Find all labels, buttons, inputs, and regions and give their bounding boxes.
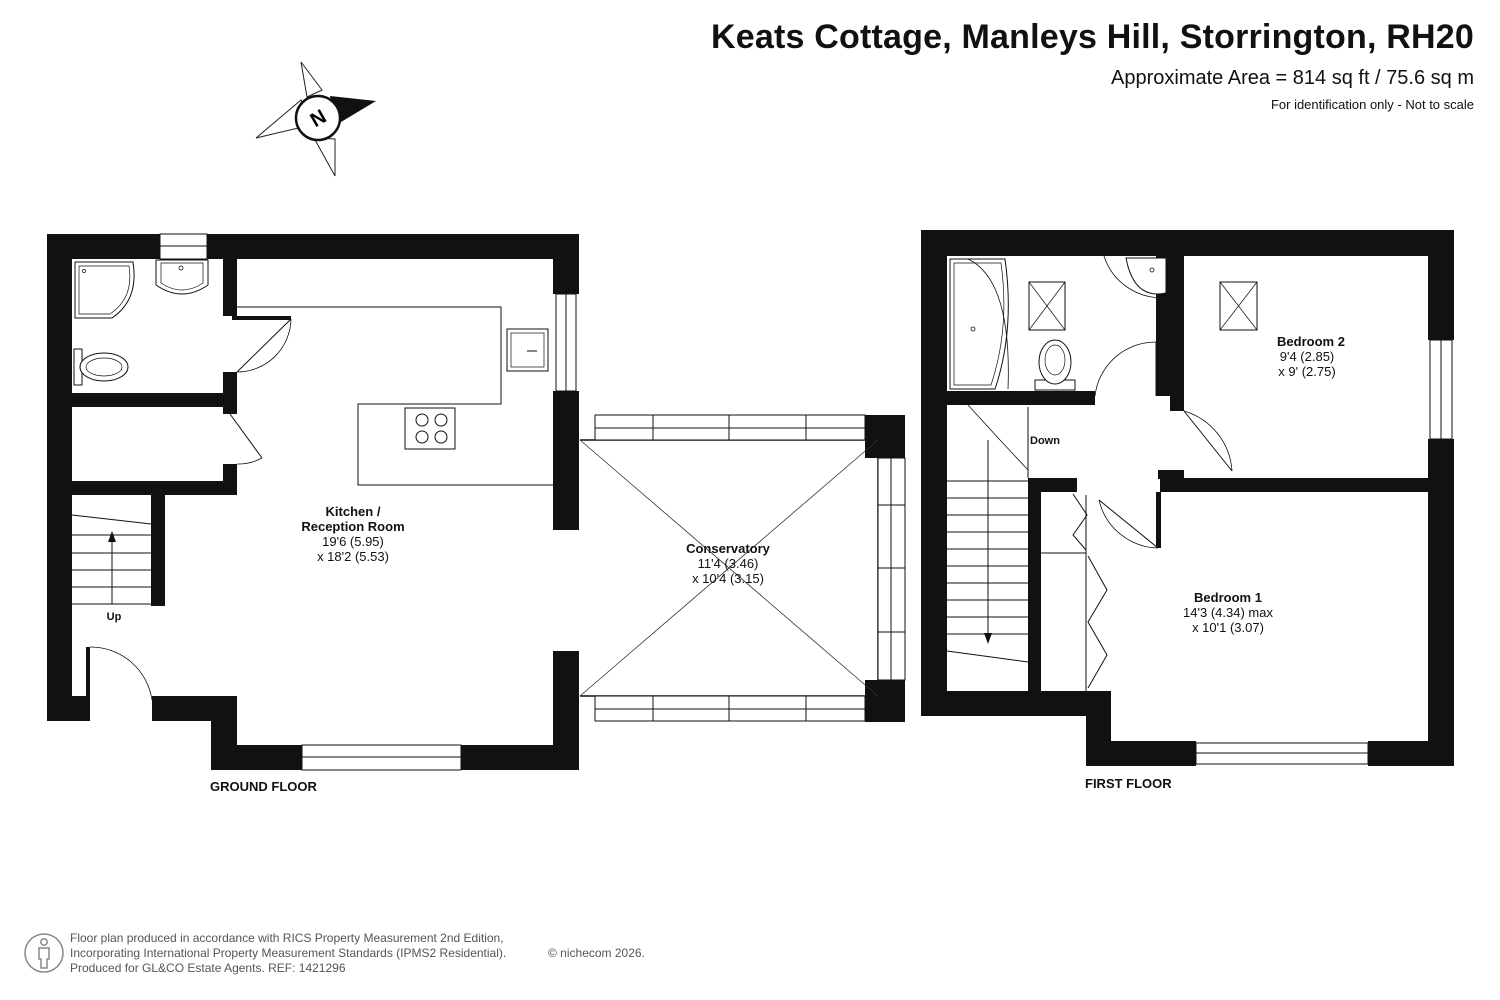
footer-notes: Floor plan produced in accordance with R… [70, 931, 506, 976]
conservatory-name-label: Conservatory [686, 541, 771, 556]
kitchen-name-label-2: Reception Room [301, 519, 404, 534]
bedroom2-dimension-2: x 9' (2.75) [1278, 364, 1335, 379]
bedroom2-name-label: Bedroom 2 [1277, 334, 1345, 349]
stairs-down-label: Down [1030, 435, 1060, 447]
compass-icon: N [255, 61, 376, 177]
footer-line-3: Produced for GL&CO Estate Agents. REF: 1… [70, 961, 346, 975]
stairs-up-label: Up [107, 611, 122, 623]
bedroom2-dimension-1: 9'4 (2.85) [1280, 349, 1335, 364]
first-floor-label: FIRST FLOOR [1085, 776, 1172, 791]
approximate-area: Approximate Area = 814 sq ft / 75.6 sq m [1111, 67, 1474, 89]
footer-line-2: Incorporating International Property Mea… [70, 946, 507, 960]
conservatory-dimension-2: x 10'4 (3.15) [692, 571, 764, 586]
kitchen-dimension-2: x 18'2 (5.53) [317, 549, 389, 564]
first-floor-plan [921, 230, 1454, 766]
bedroom1-dimension-1: 14'3 (4.34) max [1183, 605, 1273, 620]
bedroom1-name-label: Bedroom 1 [1194, 590, 1262, 605]
kitchen-name-label-1: Kitchen / [326, 504, 381, 519]
scale-disclaimer: For identification only - Not to scale [1270, 97, 1474, 112]
ground-floor-plan [47, 233, 906, 771]
copyright-notice: © nichecom 2026. [548, 946, 645, 960]
property-title: Keats Cottage, Manleys Hill, Storrington… [711, 18, 1474, 56]
ground-floor-label: GROUND FLOOR [210, 779, 317, 794]
conservatory-dimension-1: 11'4 (3.46) [698, 556, 759, 571]
kitchen-dimension-1: 19'6 (5.95) [322, 534, 384, 549]
footer-line-1: Floor plan produced in accordance with R… [70, 931, 504, 945]
bedroom1-dimension-2: x 10'1 (3.07) [1192, 620, 1264, 635]
person-icon [24, 933, 64, 973]
